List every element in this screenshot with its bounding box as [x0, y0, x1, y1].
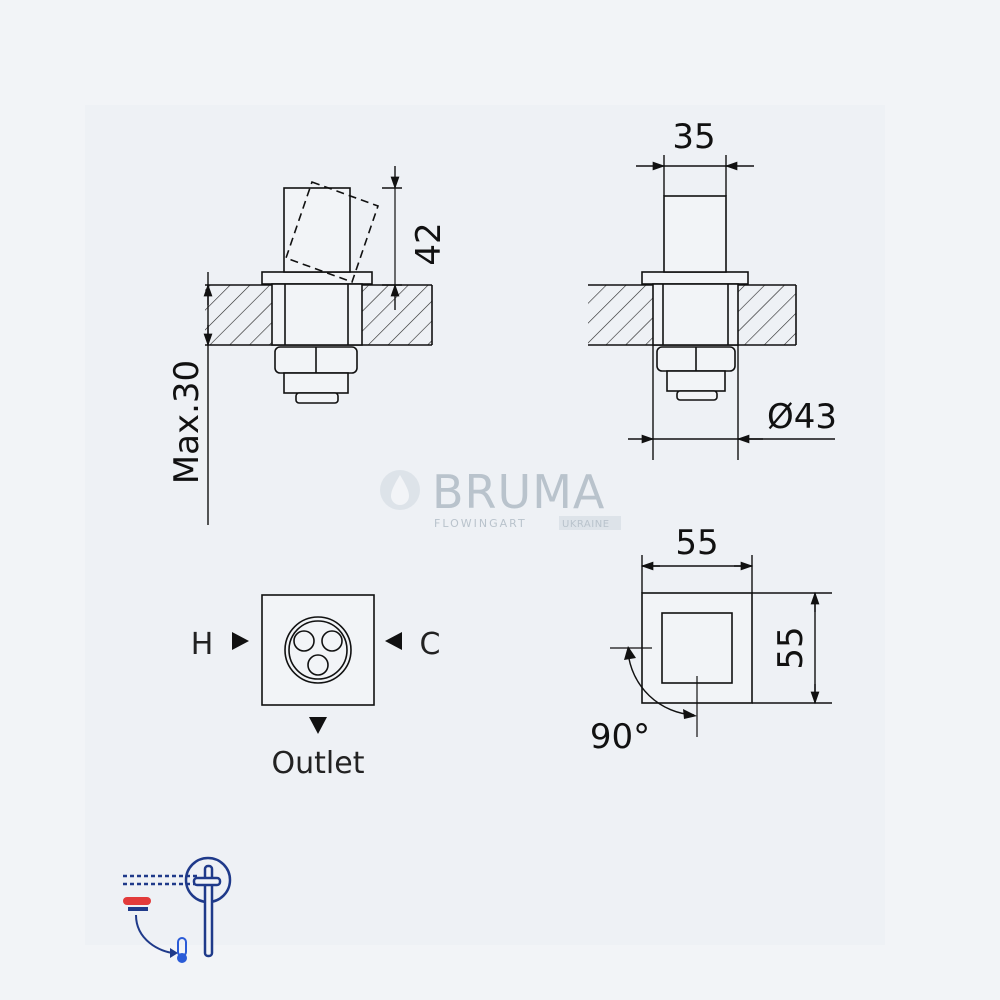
- hot-label: H: [191, 627, 214, 662]
- dim-label-max-30: Max.30: [167, 360, 207, 484]
- wall-section-right: [738, 285, 796, 345]
- drawing-panel: [85, 105, 885, 945]
- dim-diameter-43: [628, 345, 835, 460]
- dim-label-35: 35: [672, 117, 715, 157]
- cold-label: C: [420, 627, 441, 662]
- dim-label-55-horizontal: 55: [675, 523, 718, 563]
- brand-region-badge: [559, 516, 621, 530]
- outlet-arrow: [309, 717, 327, 734]
- dim-label-55-vertical: 55: [771, 626, 811, 669]
- dim-label-42: 42: [409, 222, 449, 265]
- rotation-arrow-end: [683, 709, 697, 719]
- outlet-label: Outlet: [272, 746, 365, 781]
- dim-label-90-degrees: 90°: [590, 717, 650, 757]
- wall-section-left: [588, 285, 653, 345]
- top-view-plate: [610, 592, 753, 737]
- water-drop-icon: [391, 475, 409, 505]
- rotation-arrow-start: [624, 646, 636, 660]
- dim-55-vertical: [752, 591, 832, 705]
- hot-inlet-arrow: [232, 632, 249, 650]
- rotation-arc: [627, 651, 695, 716]
- top-view-connections: [261, 594, 375, 706]
- dim-55-horizontal: [640, 555, 754, 593]
- dim-35: [636, 155, 754, 196]
- side-view-front: [588, 195, 797, 401]
- cold-inlet-arrow: [385, 632, 402, 650]
- mixer-lever-icon: [123, 856, 232, 958]
- temperature-icon: [123, 897, 187, 963]
- dim-42: [382, 166, 402, 310]
- brand-logo: BRUMA FLOWINGART UKRAINE: [380, 465, 621, 530]
- dim-label-diameter-43: Ø43: [767, 397, 837, 437]
- brand-tagline: FLOWINGART: [434, 517, 527, 530]
- brand-name: BRUMA: [432, 465, 605, 519]
- brand-region: UKRAINE: [562, 519, 610, 530]
- side-view-rotated: [205, 180, 433, 404]
- wall-section-right: [360, 285, 432, 345]
- wall-section-left: [205, 285, 275, 345]
